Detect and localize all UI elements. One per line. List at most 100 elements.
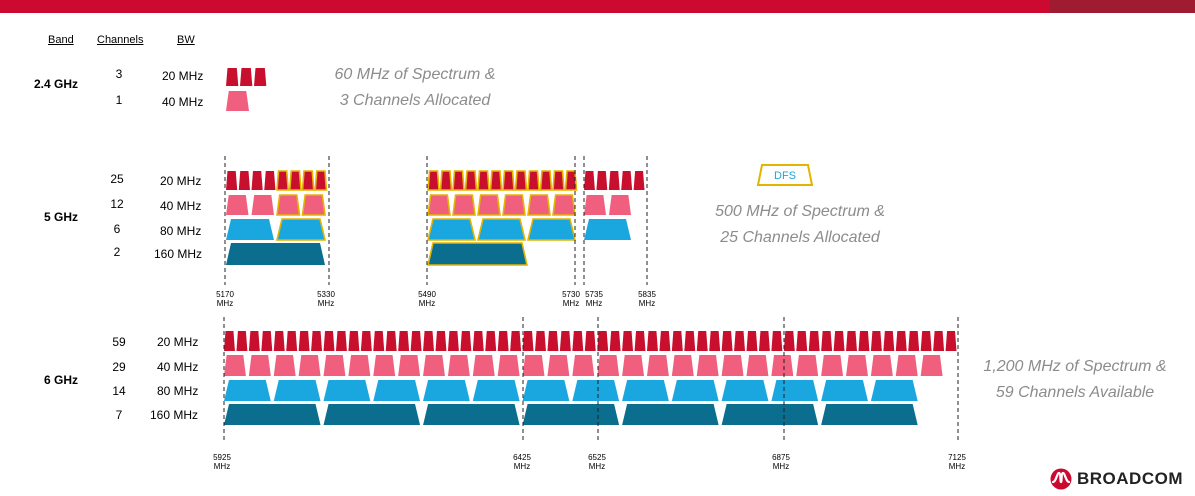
channel-20mhz xyxy=(883,331,895,351)
channel-80mhz xyxy=(323,380,371,401)
channel-40mhz xyxy=(920,355,943,376)
channel-80mhz xyxy=(771,380,819,401)
channel-20mhz xyxy=(527,170,540,191)
bw-6ghz-160mhz: 160 MHz xyxy=(150,408,199,422)
channel-20mhz xyxy=(301,170,315,191)
channel-20mhz xyxy=(758,331,770,351)
channel-20mhz xyxy=(273,331,285,351)
frequency-label-value: 5170 xyxy=(216,290,234,299)
frequency-label-unit: MHz xyxy=(214,462,230,471)
frequency-label-unit: MHz xyxy=(318,299,334,308)
channel-40mhz xyxy=(497,355,520,376)
channel-20mhz xyxy=(945,331,957,351)
channel-20mhz xyxy=(452,170,465,191)
channel-40mhz xyxy=(547,355,570,376)
channel-80mhz xyxy=(476,218,527,241)
channel-20mhz xyxy=(472,331,484,351)
channels-2-4ghz-20mhz: 3 xyxy=(115,67,123,81)
channel-20mhz xyxy=(870,331,882,351)
top-accent-bar xyxy=(0,0,1195,13)
channel-20mhz xyxy=(522,331,534,351)
channel-160mhz xyxy=(721,404,819,425)
channel-20mhz xyxy=(596,171,608,190)
channel-20mhz xyxy=(238,171,250,190)
frequency-label-unit: MHz xyxy=(589,462,605,471)
frequency-label-value: 6525 xyxy=(588,453,606,462)
channel-80mhz xyxy=(226,219,274,240)
channel-80mhz xyxy=(821,380,868,401)
broadcom-logo-text: BROADCOM xyxy=(1077,469,1183,488)
frequency-label-value: 6875 xyxy=(772,453,790,462)
channel-160mhz xyxy=(622,404,719,425)
channel-40mhz xyxy=(398,355,421,376)
channel-20mhz xyxy=(497,331,509,351)
channels-5ghz-40mhz: 12 xyxy=(110,197,124,211)
channel-20mhz xyxy=(659,331,671,351)
channel-20mhz xyxy=(226,68,239,86)
channel-20mhz xyxy=(236,331,248,351)
channel-40mhz xyxy=(552,194,576,216)
channel-20mhz xyxy=(286,331,298,351)
channel-40mhz xyxy=(298,355,321,376)
band-label-5ghz: 5 GHz xyxy=(44,210,79,224)
channel-160mhz xyxy=(821,404,918,425)
frequency-label-unit: MHz xyxy=(639,299,655,308)
channel-20mhz xyxy=(684,331,696,351)
frequency-label-unit: MHz xyxy=(949,462,965,471)
frequency-label-value: 5735 xyxy=(585,290,603,299)
channel-80mhz xyxy=(224,380,271,401)
channel-40mhz xyxy=(373,355,396,376)
channel-20mhz xyxy=(584,331,596,351)
channel-20mhz xyxy=(360,331,372,351)
frequency-label-value: 6425 xyxy=(513,453,531,462)
channel-20mhz xyxy=(510,331,522,351)
band-label-2-4ghz: 2.4 GHz xyxy=(34,77,79,91)
channel-20mhz xyxy=(276,170,290,191)
header-band: Band xyxy=(48,34,74,46)
channel-40mhz xyxy=(301,194,326,216)
channel-80mhz xyxy=(584,219,631,240)
channel-20mhz xyxy=(348,331,360,351)
channels-6ghz-160mhz: 7 xyxy=(115,408,123,422)
dfs-legend-label: DFS xyxy=(774,170,796,182)
channel-40mhz xyxy=(895,355,918,376)
channel-20mhz xyxy=(621,171,633,190)
channel-40mhz xyxy=(527,194,551,216)
header-channels: Channels xyxy=(97,34,144,46)
channel-40mhz xyxy=(348,355,371,376)
channel-20mhz xyxy=(226,171,238,190)
channels-5ghz-20mhz: 25 xyxy=(110,172,124,186)
broadcom-logo-icon xyxy=(1050,468,1072,490)
frequency-label-unit: MHz xyxy=(217,299,233,308)
channel-40mhz xyxy=(821,355,844,376)
channel-20mhz xyxy=(796,331,808,351)
channel-20mhz xyxy=(224,331,235,351)
channel-40mhz xyxy=(746,355,769,376)
channel-40mhz xyxy=(609,195,631,215)
dfs-legend-shape xyxy=(756,164,814,186)
channel-80mhz xyxy=(275,218,327,241)
frequency-label-value: 5925 xyxy=(213,453,231,462)
channel-20mhz xyxy=(721,331,733,351)
channel-40mhz xyxy=(771,355,794,376)
channel-20mhz xyxy=(608,171,620,190)
channel-80mhz xyxy=(373,380,421,401)
channel-20mhz xyxy=(314,170,328,191)
bw-2-4ghz-20mhz: 20 MHz xyxy=(162,69,204,83)
channel-20mhz xyxy=(261,331,273,351)
channel-40mhz xyxy=(646,355,669,376)
channel-40mhz xyxy=(671,355,694,376)
channel-160mhz xyxy=(224,404,321,425)
bw-5ghz-80mhz: 80 MHz xyxy=(160,224,202,238)
channel-20mhz xyxy=(323,331,335,351)
note-6ghz: 1,200 MHz of Spectrum & 59 Channels Avai… xyxy=(950,354,1195,406)
channel-20mhz xyxy=(254,68,267,86)
channel-40mhz xyxy=(696,355,719,376)
channel-40mhz xyxy=(477,194,501,216)
channel-40mhz xyxy=(721,355,744,376)
channel-20mhz xyxy=(564,170,578,191)
channel-80mhz xyxy=(671,380,719,401)
channels-5ghz xyxy=(226,170,645,266)
frequency-label-value: 5490 xyxy=(418,290,436,299)
note-5ghz: 500 MHz of Spectrum & 25 Channels Alloca… xyxy=(680,199,920,251)
